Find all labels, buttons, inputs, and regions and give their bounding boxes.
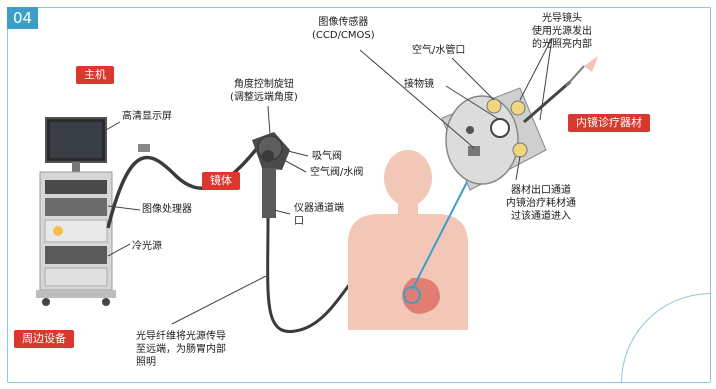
scope-handle-icon (252, 132, 290, 218)
channel-exit-note-2: 过该通道进入 (506, 210, 576, 223)
label-air-water-valve: 空气阀/水阀 (310, 166, 363, 179)
label-hd-monitor: 高清显示屏 (122, 110, 172, 123)
light-lens-note-1: 使用光源发出 (532, 25, 592, 38)
label-cold-light: 冷光源 (132, 240, 162, 253)
label-air-water-tube: 空气/水管口 (412, 44, 465, 57)
label-channel-exit: 器材出口通道 内镜治疗耗材通 过该通道进入 (506, 184, 576, 223)
channel-exit-title: 器材出口通道 (506, 184, 576, 197)
tag-scope: 镜体 (202, 172, 240, 190)
light-fiber-line-1: 光导纤维将光源传导 (136, 330, 226, 343)
label-angle-knob: 角度控制旋钮 (调整远端角度) (230, 78, 298, 104)
angle-knob-title: 角度控制旋钮 (230, 78, 298, 91)
image-sensor-title: 图像传感器 (312, 16, 375, 29)
label-instrument-port: 仪器通道端 口 (294, 202, 344, 228)
label-suction-valve: 吸气阀 (312, 150, 342, 163)
instrument-port-line-1: 仪器通道端 (294, 202, 344, 215)
light-lens-note-2: 的光照亮内部 (532, 38, 592, 51)
light-lens-title: 光导镜头 (532, 12, 592, 25)
light-fiber-line-3: 照明 (136, 356, 226, 369)
connector-icon (138, 144, 150, 152)
label-objective: 接物镜 (404, 78, 434, 91)
label-image-sensor: 图像传感器 (CCD/CMOS) (312, 16, 375, 42)
light-fiber-line-2: 至远端，为肠胃内部 (136, 343, 226, 356)
label-image-processor: 图像处理器 (142, 203, 192, 216)
tag-host: 主机 (76, 66, 114, 84)
equipment-cart-icon (36, 118, 116, 306)
label-light-fiber: 光导纤维将光源传导 至远端，为肠胃内部 照明 (136, 330, 226, 369)
human-body-icon (348, 150, 468, 330)
tag-instruments: 内镜诊疗器材 (568, 114, 650, 132)
image-sensor-note: (CCD/CMOS) (312, 29, 375, 42)
label-light-lens: 光导镜头 使用光源发出 的光照亮内部 (532, 12, 592, 51)
angle-knob-note: (调整远端角度) (230, 91, 298, 104)
channel-exit-note-1: 内镜治疗耗材通 (506, 197, 576, 210)
tag-peripheral: 周边设备 (14, 330, 74, 348)
instrument-port-line-2: 口 (294, 215, 344, 228)
